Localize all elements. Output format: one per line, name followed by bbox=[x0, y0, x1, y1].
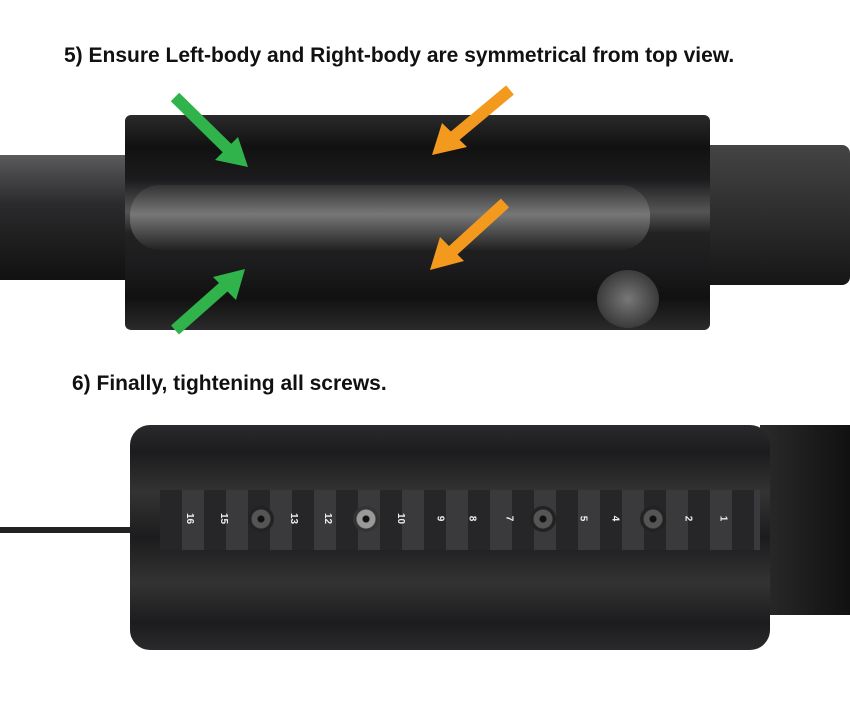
rail-number: 15 bbox=[218, 512, 230, 525]
rail-number: 10 bbox=[395, 512, 407, 525]
screw-icon bbox=[530, 506, 556, 532]
screw-icon bbox=[640, 506, 666, 532]
rail-number: 2 bbox=[682, 515, 694, 522]
barrel bbox=[0, 155, 140, 280]
step-5-heading: 5) Ensure Left-body and Right-body are s… bbox=[64, 44, 735, 67]
green-arrow-icon bbox=[171, 269, 245, 335]
rail-number: 9 bbox=[434, 515, 446, 522]
orange-arrow-icon bbox=[430, 198, 510, 270]
orange-arrow-icon bbox=[432, 85, 514, 155]
step-6-heading: 6) Finally, tightening all screws. bbox=[72, 372, 387, 395]
rail-number: 7 bbox=[503, 515, 515, 522]
screw-icon bbox=[353, 506, 379, 532]
barrel-rod bbox=[0, 527, 135, 533]
gas-tube bbox=[130, 185, 650, 250]
side-view-photo: 16 15 13 12 10 9 8 7 5 4 2 1 bbox=[0, 415, 850, 655]
top-view-photo bbox=[0, 85, 850, 350]
rail-number: 13 bbox=[288, 512, 300, 525]
receiver bbox=[700, 145, 850, 285]
alignment-arrows bbox=[170, 85, 514, 335]
rail-number: 5 bbox=[577, 515, 589, 522]
rail-number: 16 bbox=[184, 512, 196, 525]
green-arrow-icon bbox=[170, 92, 248, 167]
rail-number: 1 bbox=[717, 515, 729, 522]
screw-icon bbox=[248, 506, 274, 532]
rail-number: 12 bbox=[322, 512, 334, 525]
receiver bbox=[760, 425, 850, 615]
rail-number: 4 bbox=[609, 515, 621, 522]
rail-number: 8 bbox=[466, 515, 478, 522]
charging-knob bbox=[597, 270, 659, 328]
